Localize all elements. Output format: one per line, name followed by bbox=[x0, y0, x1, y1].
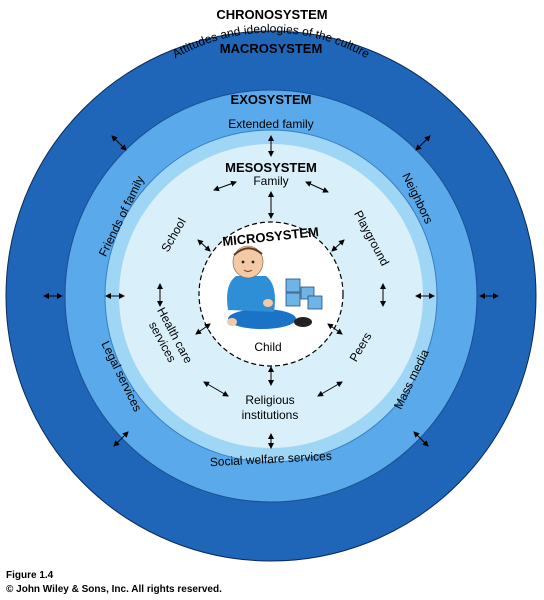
religious-line2: institutions bbox=[242, 408, 299, 422]
chronosystem-label: CHRONOSYSTEM bbox=[216, 7, 327, 22]
mesosystem-label: MESOSYSTEM bbox=[225, 160, 317, 175]
child-illustration bbox=[227, 245, 312, 329]
arrow-lower-right-exo bbox=[413, 431, 429, 447]
family-label: Family bbox=[253, 174, 288, 188]
toy-block bbox=[285, 278, 301, 293]
social-welfare-label: Social welfare services bbox=[209, 449, 332, 469]
child-shoe bbox=[294, 317, 312, 327]
child-head bbox=[232, 245, 264, 279]
arrow-lower-left-exo bbox=[113, 431, 129, 447]
child-hair bbox=[233, 247, 263, 256]
arrow-peers-religious bbox=[317, 381, 343, 397]
arrow-healthcare-religious bbox=[203, 381, 229, 397]
toy-block bbox=[285, 292, 301, 307]
child-left-eye bbox=[241, 260, 245, 264]
child-right-hand bbox=[263, 299, 273, 307]
arrow-child-school bbox=[197, 239, 211, 252]
arrow-child-playground bbox=[331, 239, 345, 252]
arrow-child-healthcare bbox=[195, 323, 211, 335]
arrow-family-playground bbox=[305, 181, 329, 193]
exosystem-label: EXOSYSTEM bbox=[231, 92, 312, 107]
religious-line1: Religious bbox=[245, 393, 294, 407]
toy-blocks bbox=[285, 278, 323, 310]
child-pants bbox=[228, 309, 296, 329]
arrow-upper-left-exo bbox=[111, 135, 127, 151]
macrosystem-label: MACROSYSTEM bbox=[220, 41, 323, 56]
figure-label: Figure 1.4 bbox=[6, 570, 54, 581]
copyright-notice: © John Wiley & Sons, Inc. All rights res… bbox=[6, 584, 222, 595]
arrow-family-school bbox=[213, 180, 237, 192]
extended-family-label: Extended family bbox=[228, 117, 313, 131]
child-right-eye bbox=[251, 260, 255, 264]
arrow-child-peers bbox=[327, 323, 343, 335]
arrow-upper-right-exo bbox=[415, 135, 431, 151]
child-left-hand bbox=[227, 318, 237, 326]
child-label: Child bbox=[254, 340, 281, 354]
child-mouth bbox=[243, 269, 253, 272]
toy-block bbox=[307, 295, 323, 310]
